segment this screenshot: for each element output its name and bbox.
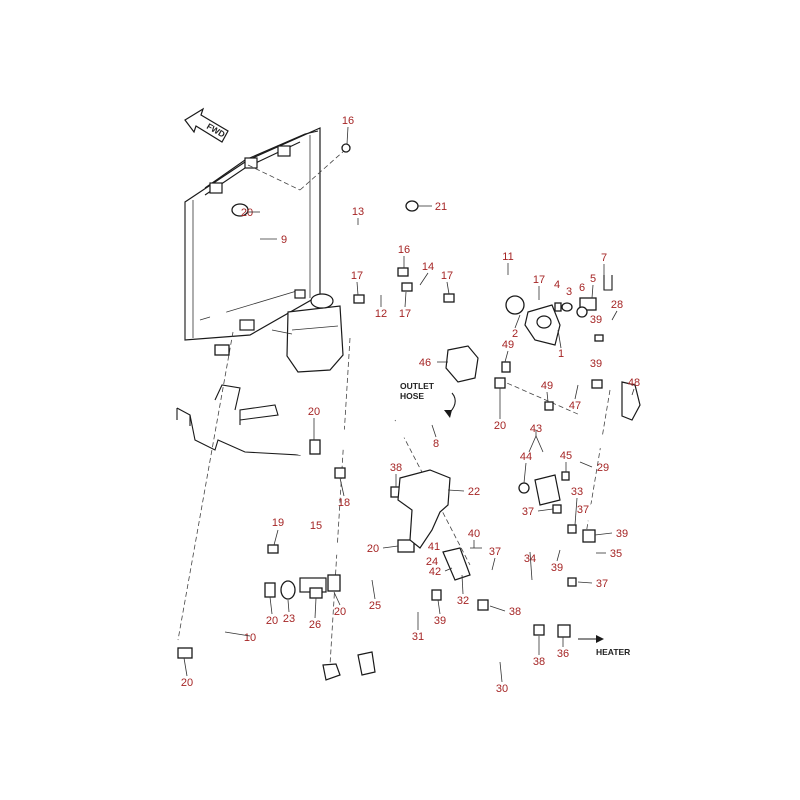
callout-label: 35 <box>610 548 622 560</box>
outlet-hose-label-line1: OUTLET <box>400 381 435 391</box>
callout-label: 26 <box>309 619 321 631</box>
callout-label: 6 <box>579 282 585 294</box>
callout-label: 21 <box>435 201 447 213</box>
callout-label: 16 <box>342 115 354 127</box>
callout-label: 37 <box>577 504 589 516</box>
callout-label: 20 <box>266 615 278 627</box>
callout-label: 10 <box>244 632 256 644</box>
callout-label: 5 <box>590 273 596 285</box>
callout-label: 30 <box>496 683 508 695</box>
callout-label: 18 <box>338 497 350 509</box>
callout-label: 39 <box>590 358 602 370</box>
callout-label: 39 <box>616 528 628 540</box>
callout-label: 34 <box>524 553 536 565</box>
callout-label: 16 <box>398 244 410 256</box>
callout-label: 1 <box>558 348 564 360</box>
callout-labels: 16 20 9 21 13 16 14 17 17 17 12 11 17 7 … <box>181 115 640 695</box>
callout-label: 20 <box>367 543 379 555</box>
callout-label: 14 <box>422 261 434 273</box>
callout-label: 17 <box>533 274 545 286</box>
callout-label: 23 <box>283 613 295 625</box>
callout-label: 12 <box>375 308 387 320</box>
callout-label: 13 <box>352 206 364 218</box>
callout-label: 22 <box>468 486 480 498</box>
callout-label: 43 <box>530 423 542 435</box>
heater-label: HEATER <box>596 647 630 657</box>
callout-label: 49 <box>502 339 514 351</box>
captions: OUTLET HOSE HEATER <box>400 381 630 657</box>
callout-label: 48 <box>628 377 640 389</box>
callout-label: 39 <box>434 615 446 627</box>
callout-label: 7 <box>601 252 607 264</box>
callout-label: 24 <box>426 556 438 568</box>
outlet-hose-label-line2: HOSE <box>400 391 424 401</box>
callout-label: 29 <box>597 462 609 474</box>
callout-label: 42 <box>429 566 441 578</box>
callout-label: 45 <box>560 450 572 462</box>
callout-label: 37 <box>489 546 501 558</box>
callout-label: 20 <box>334 606 346 618</box>
callout-label: 20 <box>181 677 193 689</box>
callout-label: 41 <box>428 541 440 553</box>
callout-label: 44 <box>520 451 532 463</box>
reservoir-tank <box>271 293 344 373</box>
callout-label: 15 <box>310 520 322 532</box>
callout-label: 3 <box>566 286 572 298</box>
callout-label: 31 <box>412 631 424 643</box>
callout-label: 38 <box>509 606 521 618</box>
callout-label: 39 <box>551 562 563 574</box>
hoses <box>181 148 634 666</box>
callout-label: 20 <box>494 420 506 432</box>
callout-label: 8 <box>433 438 439 450</box>
callout-label: 49 <box>541 380 553 392</box>
callout-label: 20 <box>241 207 253 219</box>
callout-label: 40 <box>468 528 480 540</box>
callout-label: 4 <box>554 279 560 291</box>
callout-label: 33 <box>571 486 583 498</box>
callout-label: 37 <box>596 578 608 590</box>
callout-label: 11 <box>502 251 513 263</box>
leader-lines <box>183 126 635 683</box>
callout-label: 28 <box>611 299 623 311</box>
callout-label: 38 <box>390 462 402 474</box>
callout-label: 37 <box>522 506 534 518</box>
callout-label: 2 <box>512 328 518 340</box>
fwd-arrow: FWD <box>184 107 229 143</box>
callout-label: 32 <box>457 595 469 607</box>
clamps <box>177 143 641 681</box>
callout-label: 38 <box>533 656 545 668</box>
callout-label: 9 <box>281 234 287 246</box>
callout-label: 25 <box>369 600 381 612</box>
callout-label: 46 <box>419 357 431 369</box>
callout-label: 19 <box>272 517 284 529</box>
callout-label: 39 <box>590 314 602 326</box>
housings <box>397 304 561 581</box>
callout-label: 17 <box>399 308 411 320</box>
callout-label: 47 <box>569 400 581 412</box>
callout-label: 36 <box>557 648 569 660</box>
callout-label: 17 <box>351 270 363 282</box>
callout-label: 20 <box>308 406 320 418</box>
callout-label: 17 <box>441 270 453 282</box>
